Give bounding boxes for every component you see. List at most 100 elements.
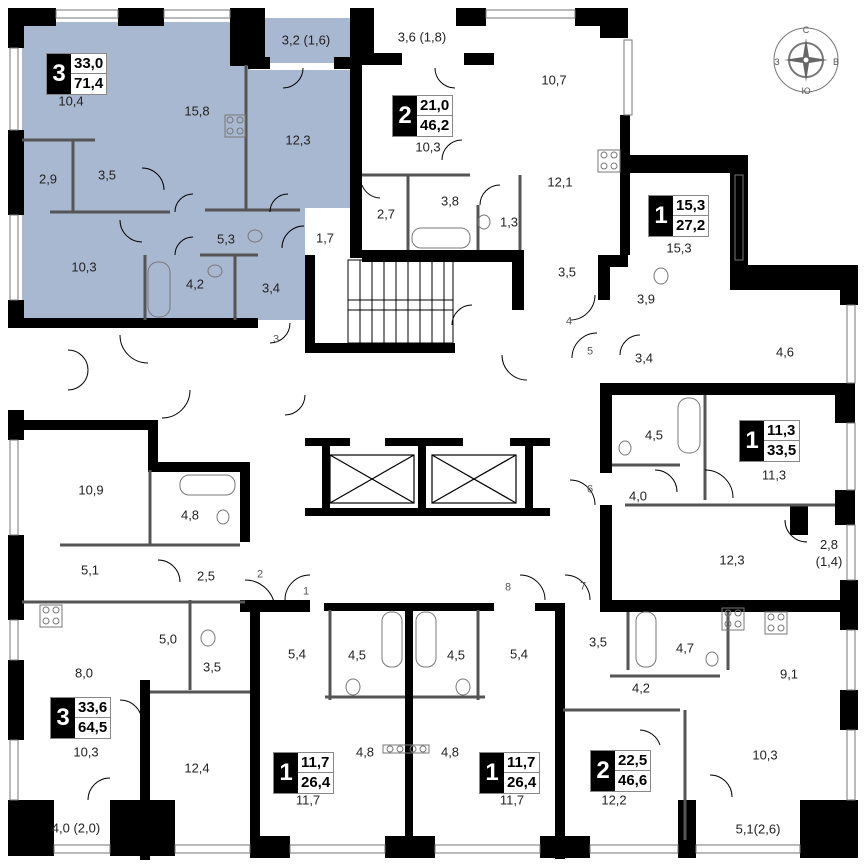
room-area: 10,9 <box>78 482 104 498</box>
room-area: 3,5 <box>588 634 608 650</box>
compass-icon <box>773 27 839 93</box>
elevator-walls <box>305 438 550 516</box>
compass-rose: С Ю В З <box>770 24 842 96</box>
room-area: 4,7 <box>675 640 695 656</box>
total-area: 71,4 <box>74 75 104 92</box>
room-area: 11,7 <box>295 792 321 808</box>
total-area: 26,4 <box>301 774 331 791</box>
room-count: 3 <box>51 698 75 738</box>
room-area: 10,3 <box>415 139 441 155</box>
stairwell <box>347 259 454 344</box>
room-area: 5,3 <box>216 231 236 247</box>
door-number: 3 <box>272 333 280 346</box>
compass-south: Ю <box>801 86 811 96</box>
room-count: 1 <box>740 421 764 461</box>
living-area: 15,3 <box>673 196 709 216</box>
room-area: 10,7 <box>541 72 567 88</box>
total-area: 64,5 <box>78 719 108 736</box>
room-area: 11,3 <box>761 467 787 483</box>
room-area: 4,2 <box>185 276 205 292</box>
room-area: 4,5 <box>347 647 367 663</box>
room-area: 5,1 <box>80 562 100 578</box>
room-area: 5,4 <box>509 646 529 662</box>
room-area: 2,5 <box>196 568 216 584</box>
door-number: 6 <box>586 483 594 496</box>
room-area: 1,3 <box>499 214 519 230</box>
fixtures <box>39 114 788 754</box>
room-area: 10,4 <box>58 93 84 109</box>
exterior-walls <box>8 8 858 860</box>
room-area: 15,3 <box>666 240 692 256</box>
living-area: 21,0 <box>417 96 453 116</box>
room-area: 1,7 <box>315 230 335 246</box>
room-area: 4,5 <box>644 427 664 443</box>
room-area: 5,4 <box>287 646 307 662</box>
room-count: 3 <box>47 54 71 94</box>
living-area: 22,5 <box>615 751 651 771</box>
door-number: 8 <box>504 581 512 594</box>
interior-partitions <box>22 65 835 840</box>
total-area: 46,6 <box>618 772 648 789</box>
room-area: 12,1 <box>547 174 573 190</box>
living-area: 33,0 <box>71 54 107 74</box>
windows <box>9 9 856 854</box>
room-area: 3,5 <box>202 659 222 675</box>
room-area: 3,9 <box>636 291 656 307</box>
room-count: 2 <box>591 751 615 791</box>
room-area: 4,8 <box>180 507 200 523</box>
total-area: 46,2 <box>420 117 450 134</box>
compass-west: З <box>774 57 780 67</box>
room-area: 8,0 <box>74 665 94 681</box>
room-area: 2,9 <box>38 171 58 187</box>
room-area: 12,2 <box>601 792 627 808</box>
balcony-area: 2,8 (1,4) <box>815 537 843 569</box>
compass-east: В <box>832 57 840 67</box>
door-number: 7 <box>579 580 587 593</box>
room-count: 2 <box>393 96 417 136</box>
room-area: 4,5 <box>446 647 466 663</box>
total-area: 26,4 <box>507 774 537 791</box>
total-area: 33,5 <box>767 442 797 459</box>
room-area: 4,2 <box>631 680 651 696</box>
room-area: 4,6 <box>775 344 795 360</box>
room-area: 3,4 <box>634 350 654 366</box>
room-count: 1 <box>649 196 673 236</box>
highlighted-apartment-fill <box>22 18 360 320</box>
room-area: 12,3 <box>285 132 311 148</box>
room-area: 12,3 <box>719 552 745 568</box>
room-area: 4,8 <box>440 744 460 760</box>
room-area: 3,8 <box>440 193 460 209</box>
living-area: 33,6 <box>75 698 111 718</box>
room-area: 10,3 <box>752 747 778 763</box>
balcony-area: 4,0 (2,0) <box>51 820 101 836</box>
room-area: 4,8 <box>355 744 375 760</box>
balcony-area: 5,1(2,6) <box>735 821 781 837</box>
room-count: 1 <box>480 753 504 793</box>
door-number: 1 <box>302 585 310 598</box>
room-area: 3,4 <box>261 280 281 296</box>
living-area: 11,7 <box>298 753 334 773</box>
living-area: 11,3 <box>764 421 800 441</box>
balcony-area: 3,2 (1,6) <box>281 32 331 48</box>
balcony-area: 3,6 (1,8) <box>397 29 447 45</box>
room-area: 11,7 <box>499 792 525 808</box>
door-swings <box>67 67 808 801</box>
room-area: 9,1 <box>779 666 799 682</box>
door-number: 4 <box>565 315 573 328</box>
room-area: 4,0 <box>628 488 648 504</box>
compass-north: С <box>802 25 810 35</box>
room-area: 12,4 <box>184 760 210 776</box>
room-area: 10,3 <box>71 259 97 275</box>
room-count: 1 <box>274 753 298 793</box>
door-number: 2 <box>256 568 264 581</box>
room-area: 3,5 <box>97 167 117 183</box>
room-area: 10,3 <box>73 744 99 760</box>
